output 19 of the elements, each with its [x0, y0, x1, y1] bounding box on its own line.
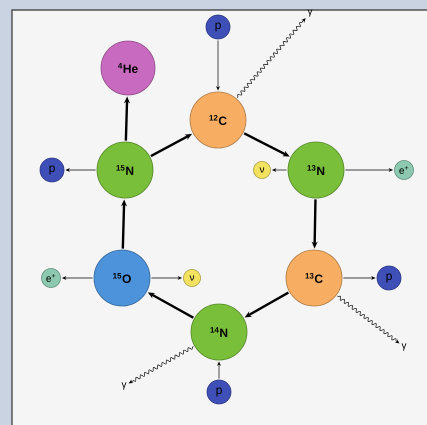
nucleus-sphere: $^{14}$N: [190, 304, 248, 360]
proton-sphere: p: [206, 14, 230, 40]
gamma-label: γ: [402, 343, 406, 351]
neutrino-sphere: ν: [183, 269, 201, 287]
nucleus-sphere: $^{4}$He: [100, 40, 156, 96]
nucleus-sphere: $^{13}$C: [286, 250, 342, 306]
nucleus-sphere: $^{15}$N: [96, 142, 154, 198]
wavy-arrow: [128, 346, 194, 384]
positron-sphere: e$^{+}$: [41, 268, 61, 288]
nucleus-sphere: $^{15}$O: [94, 250, 150, 306]
gamma-label: γ: [308, 9, 312, 17]
gamma-label: γ: [122, 382, 126, 390]
neutrino-sphere: ν: [253, 161, 271, 179]
proton-sphere: p: [40, 158, 64, 182]
positron-sphere: e$^{+}$: [394, 160, 414, 180]
nucleus-sphere: $^{12}$C: [190, 92, 246, 148]
nucleus-sphere: $^{13}$N: [288, 142, 344, 198]
proton-sphere: p: [376, 266, 402, 290]
proton-sphere: p: [206, 380, 232, 404]
